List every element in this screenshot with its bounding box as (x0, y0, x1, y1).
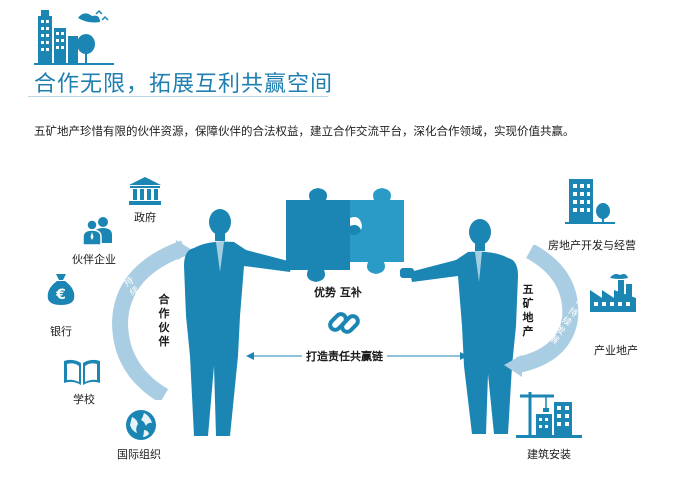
page-title: 合作无限，拓展互利共赢空间 (34, 72, 334, 97)
svg-text:€: € (55, 287, 66, 303)
partner-companies-label: 伙伴企业 (72, 253, 116, 266)
government-building-icon (127, 176, 163, 206)
advantage-complement-label: 优势 互补 (314, 286, 362, 299)
minmetals-land-vertical-label: 五矿地产 (522, 283, 534, 338)
construction-crane-icon (516, 388, 582, 440)
government-label: 政府 (134, 211, 156, 224)
open-book-icon (62, 357, 102, 387)
globe-icon (124, 408, 158, 442)
puzzle-pieces-icon (280, 186, 410, 286)
bank-label: 银行 (50, 325, 72, 338)
money-bag-icon: € (46, 272, 76, 306)
right-businessman-figure (398, 218, 526, 440)
construction-label: 建筑安装 (527, 448, 571, 461)
factory-icon (588, 272, 638, 314)
real-estate-dev-label: 房地产开发与经营 (548, 239, 636, 252)
left-businessman-figure (184, 208, 304, 440)
title-divider (28, 96, 328, 97)
city-skyline-icon (34, 6, 114, 66)
school-label: 学校 (73, 393, 95, 406)
industrial-real-estate-label: 产业地产 (594, 344, 638, 357)
intro-text: 五矿地产珍惜有限的伙伴资源，保障伙伴的合法权益，建立合作交流平台，深化合作领域，… (34, 124, 575, 138)
office-building-icon (565, 177, 615, 225)
cooperation-partners-vertical-label: 合作伙伴 (158, 293, 170, 348)
partner-people-icon (82, 215, 114, 245)
responsibility-chain-label: 打造责任共赢链 (302, 348, 387, 364)
right-sustainable-arc (500, 245, 580, 377)
left-sustainable-arc (112, 240, 192, 400)
international-org-label: 国际组织 (117, 448, 161, 461)
chain-link-icon (326, 305, 362, 341)
